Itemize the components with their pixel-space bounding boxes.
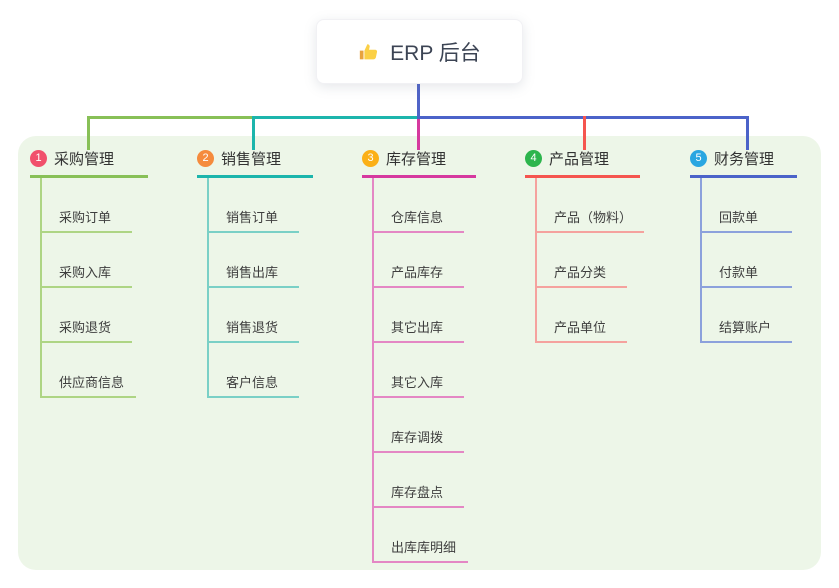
branch-children: 销售订单 销售出库 销售退货 客户信息	[207, 178, 313, 398]
connector-drop-branch-2	[252, 116, 255, 150]
branch-children: 产品（物料） 产品分类 产品单位	[535, 178, 645, 343]
branch-label: 销售管理	[221, 151, 282, 168]
connector-horizontal-branch-2	[252, 116, 417, 119]
branch-node-inventory[interactable]: 3 库存管理	[362, 148, 476, 178]
child-node-label: 采购入库	[42, 262, 132, 288]
child-node[interactable]: 产品单位	[537, 288, 644, 343]
branch-purchase-management: 1 采购管理 采购订单 采购入库 采购退货 供应商信息	[30, 148, 148, 398]
branch-children: 采购订单 采购入库 采购退货 供应商信息	[40, 178, 148, 398]
child-node-label: 出库库明细	[374, 537, 469, 563]
branch-children: 回款单 付款单 结算账户	[700, 178, 797, 343]
child-node[interactable]: 产品（物料）	[537, 178, 645, 233]
root-connector-line	[417, 84, 420, 116]
child-node-label: 回款单	[702, 207, 792, 233]
child-node[interactable]: 库存盘点	[374, 453, 476, 508]
child-node-label: 仓库信息	[374, 207, 464, 233]
child-node[interactable]: 产品分类	[537, 233, 644, 288]
child-node[interactable]: 其它入库	[374, 343, 476, 398]
child-node-label: 其它入库	[374, 372, 464, 398]
child-node-label: 采购退货	[42, 317, 132, 343]
child-node[interactable]: 供应商信息	[42, 343, 148, 398]
branch-badge-3: 3	[362, 150, 379, 167]
child-node[interactable]: 仓库信息	[374, 178, 476, 233]
child-node-label: 供应商信息	[42, 372, 137, 398]
child-node[interactable]: 库存调拨	[374, 398, 476, 453]
child-node-label: 付款单	[702, 262, 792, 288]
child-node[interactable]: 销售出库	[209, 233, 313, 288]
root-node-erp[interactable]: ERP 后台	[316, 19, 523, 84]
child-node[interactable]: 其它出库	[374, 288, 476, 343]
child-node-label: 产品单位	[537, 317, 627, 343]
child-node-label: 产品（物料）	[537, 207, 645, 233]
child-node[interactable]: 销售退货	[209, 288, 313, 343]
branch-node-purchase[interactable]: 1 采购管理	[30, 148, 148, 178]
connector-drop-branch-3	[417, 119, 420, 150]
branch-finance-management: 5 财务管理 回款单 付款单 结算账户	[690, 148, 797, 343]
child-node[interactable]: 结算账户	[702, 288, 797, 343]
child-node-label: 客户信息	[209, 372, 299, 398]
child-node-label: 销售出库	[209, 262, 299, 288]
connector-drop-branch-5	[746, 116, 749, 150]
child-node-label: 产品库存	[374, 262, 464, 288]
child-node[interactable]: 客户信息	[209, 343, 313, 398]
branch-node-product[interactable]: 4 产品管理	[525, 148, 640, 178]
branch-node-finance[interactable]: 5 财务管理	[690, 148, 797, 178]
branch-badge-1: 1	[30, 150, 47, 167]
child-node-label: 其它出库	[374, 317, 464, 343]
child-node[interactable]: 采购入库	[42, 233, 148, 288]
child-node-label: 采购订单	[42, 207, 132, 233]
branch-badge-5: 5	[690, 150, 707, 167]
branch-badge-4: 4	[525, 150, 542, 167]
branch-label: 财务管理	[714, 151, 775, 168]
branches-background-panel	[18, 136, 821, 570]
child-node[interactable]: 销售订单	[209, 178, 313, 233]
branch-badge-2: 2	[197, 150, 214, 167]
branch-inventory-management: 3 库存管理 仓库信息 产品库存 其它出库 其它入库 库存调拨 库存盘点	[362, 148, 476, 563]
thumbs-up-icon	[358, 41, 380, 63]
branch-node-sales[interactable]: 2 销售管理	[197, 148, 313, 178]
branch-product-management: 4 产品管理 产品（物料） 产品分类 产品单位	[525, 148, 645, 343]
branch-children: 仓库信息 产品库存 其它出库 其它入库 库存调拨 库存盘点 出库库明细	[372, 178, 476, 563]
connector-drop-branch-4	[583, 116, 586, 150]
child-node-label: 库存盘点	[374, 482, 464, 508]
child-node[interactable]: 采购退货	[42, 288, 148, 343]
child-node-label: 产品分类	[537, 262, 627, 288]
child-node[interactable]: 出库库明细	[374, 508, 476, 563]
root-node-title: ERP 后台	[390, 41, 481, 65]
branch-label: 库存管理	[386, 151, 447, 168]
child-node[interactable]: 产品库存	[374, 233, 476, 288]
child-node-label: 结算账户	[702, 317, 792, 343]
branch-sales-management: 2 销售管理 销售订单 销售出库 销售退货 客户信息	[197, 148, 313, 398]
child-node-label: 销售退货	[209, 317, 299, 343]
child-node[interactable]: 付款单	[702, 233, 797, 288]
child-node-label: 销售订单	[209, 207, 299, 233]
child-node[interactable]: 回款单	[702, 178, 797, 233]
child-node-label: 库存调拨	[374, 427, 464, 453]
connector-horizontal-branch-1	[87, 116, 252, 119]
branch-label: 产品管理	[549, 151, 610, 168]
connector-drop-branch-1	[87, 116, 90, 150]
child-node[interactable]: 采购订单	[42, 178, 148, 233]
branch-label: 采购管理	[54, 151, 115, 168]
